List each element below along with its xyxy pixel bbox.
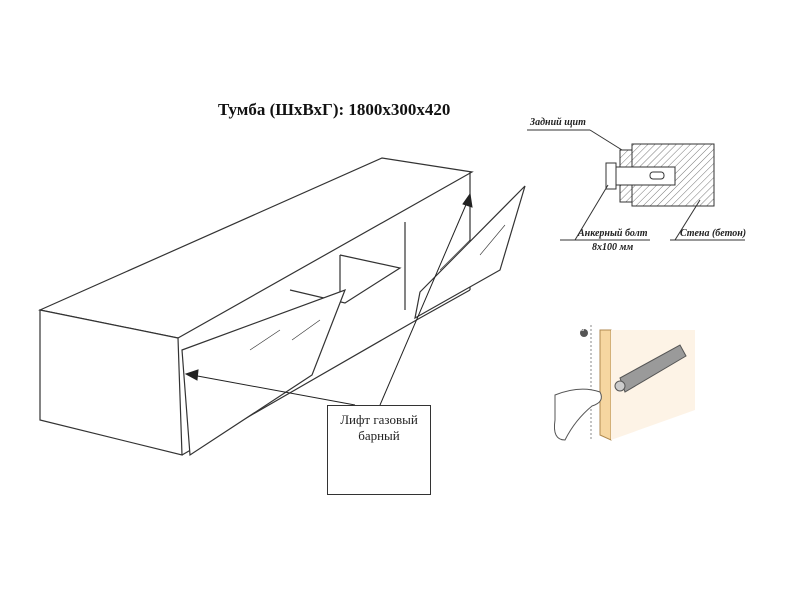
right-door-glare: [479, 224, 506, 256]
left-door-glare: [291, 319, 321, 341]
back-panel-leader: [589, 129, 623, 151]
right-door-panel: [414, 185, 526, 320]
gas-lift-callout: Лифт газовый барный: [327, 405, 431, 495]
push-latch-illustration: [554, 325, 695, 441]
wall-leader: [674, 199, 701, 241]
right-door-glare: [439, 239, 471, 271]
latch-plunger: [614, 380, 626, 392]
wall-label: Стена (бетон): [680, 228, 747, 239]
right-arrowhead-icon: [462, 192, 473, 208]
anchor-bolt-label: Анкерный болт: [578, 228, 648, 239]
cabinet: [38, 157, 474, 456]
anchor-bolt-slot: [649, 171, 665, 180]
anchor-bolt-head: [605, 162, 617, 190]
cabinet-front-bottom: [181, 289, 471, 456]
gas-lift-label-line2: барный: [358, 428, 400, 443]
door-edge: [599, 329, 612, 441]
cabinet-top: [38, 157, 474, 339]
anchor-bolt-size: 8х100 мм: [592, 242, 634, 253]
left-pointer-line: [191, 374, 356, 406]
back-panel-label: Задний щит: [530, 117, 586, 128]
lift-pointer-lines: [184, 192, 473, 406]
step-number: 3: [581, 327, 585, 333]
page-title: Тумба (ШхВхГ): 1800х300х420: [218, 100, 451, 119]
anchor-detail: [527, 129, 745, 241]
anchor-bolt: [614, 166, 676, 186]
left-door-glare: [249, 329, 281, 351]
step-badge: [580, 329, 588, 337]
gas-lift-label: Лифт газовый барный: [328, 412, 430, 444]
right-pointer-line: [379, 199, 469, 406]
anchor-bolt-leader: [574, 184, 609, 241]
left-door-open: [181, 288, 347, 457]
left-arrowhead-icon: [184, 369, 199, 381]
gas-lift-label-line1: Лифт газовый: [340, 412, 418, 427]
hand-icon: [554, 388, 602, 441]
right-door-open: [414, 185, 526, 320]
shelf: [289, 254, 402, 304]
